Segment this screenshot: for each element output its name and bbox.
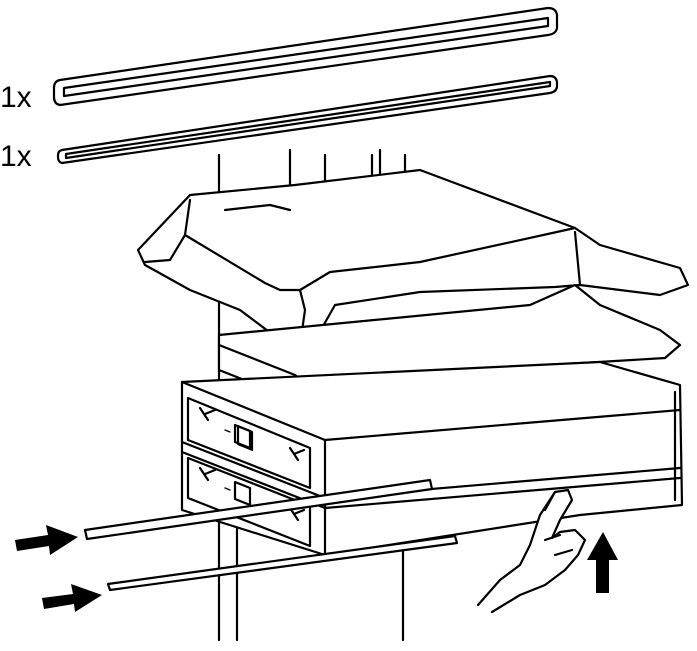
strip-short-quantity-label: 1x <box>0 140 32 173</box>
sealing-strip-long <box>52 6 559 107</box>
hand-icon <box>476 488 587 614</box>
sealing-strip-short <box>56 74 559 165</box>
insert-rod-upper <box>83 478 434 541</box>
insert-rod-lower <box>106 534 459 592</box>
filter-cassette-stack <box>180 360 684 557</box>
strip-long-quantity-label: 1x <box>0 81 32 114</box>
arrow-up-icon <box>587 532 618 593</box>
arrow-right-icon <box>42 584 102 612</box>
arrow-right-icon <box>15 525 78 555</box>
